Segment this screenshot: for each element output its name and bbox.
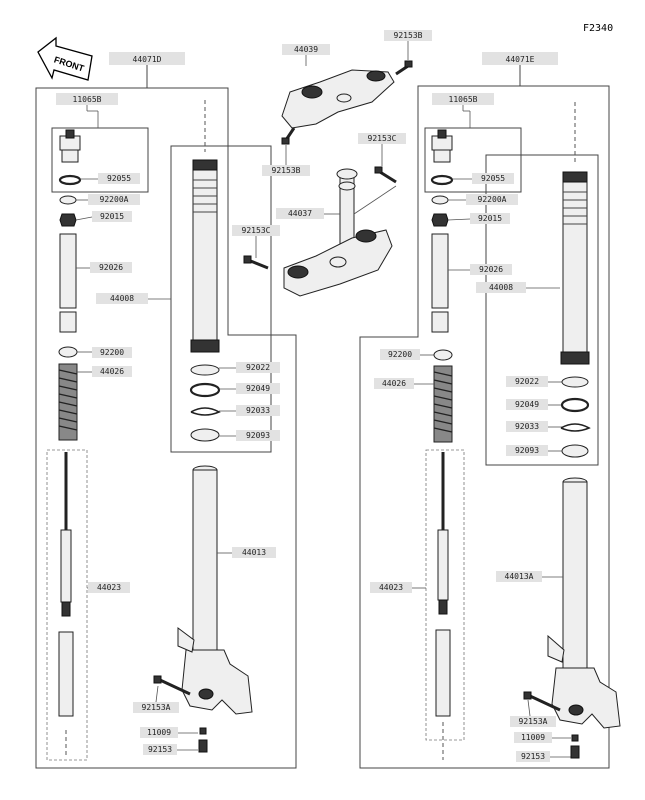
part-label: 44023 <box>97 583 121 592</box>
part-label: 44026 <box>382 379 406 388</box>
spacer-tube-left-lower <box>59 311 77 333</box>
part-label: 92022 <box>246 363 270 372</box>
spacer-tube-right-lower <box>431 311 449 333</box>
nut-icon <box>59 213 77 227</box>
fork-spring-left <box>58 363 78 441</box>
washer-icon <box>199 727 207 735</box>
oil-seal-icon <box>189 382 221 398</box>
part-label: 44026 <box>100 367 124 376</box>
outer-tube-right <box>547 477 621 729</box>
dust-seal-icon <box>561 376 589 388</box>
part-label: 44039 <box>294 45 318 54</box>
part-label: 92026 <box>99 263 123 272</box>
part-label: 92153 <box>521 752 545 761</box>
part-label: 92153C <box>242 226 271 235</box>
fork-cap-left <box>58 129 82 186</box>
oil-seal-icon <box>560 397 590 413</box>
spacer-tube-right <box>431 233 449 309</box>
front-arrow-icon: FRONT <box>37 36 93 81</box>
circlip-icon <box>560 423 591 432</box>
fork-cap-right <box>430 129 454 186</box>
part-label: 92200 <box>388 350 412 359</box>
nut-icon <box>431 213 449 227</box>
damper-rod-left <box>58 452 74 758</box>
header-box-left <box>109 52 185 65</box>
circlip-icon <box>190 407 221 416</box>
part-label: 92015 <box>478 214 502 223</box>
right-cap-box <box>424 127 522 193</box>
part-label: 92055 <box>107 174 131 183</box>
bolt-icon <box>523 691 561 712</box>
part-label: 11065B <box>73 95 102 104</box>
drain-bolt-icon <box>570 745 580 759</box>
bolt-icon <box>374 166 397 184</box>
header-label-right: 44071E <box>506 55 535 64</box>
part-label: 92153B <box>272 166 301 175</box>
part-label: 44013A <box>505 572 534 581</box>
part-label: 92153 <box>148 745 172 754</box>
part-label: 92049 <box>246 384 270 393</box>
part-label: 44008 <box>489 283 513 292</box>
spacer-tube-left <box>59 233 77 309</box>
bolt-icon <box>243 255 269 270</box>
dust-seal-icon <box>190 364 220 376</box>
damper-rod-right <box>435 452 451 760</box>
bolt-icon <box>395 60 413 76</box>
fork-spring-right <box>433 365 453 443</box>
part-label: 92033 <box>246 406 270 415</box>
part-label: 92015 <box>100 212 124 221</box>
header-box-right <box>482 52 558 65</box>
part-label: 92033 <box>515 422 539 431</box>
bushing-icon <box>561 444 589 458</box>
part-label: 44008 <box>110 294 134 303</box>
washer-icon <box>59 195 77 205</box>
upper-triple-clamp <box>281 69 395 129</box>
washer-icon <box>571 734 579 742</box>
washer-icon <box>431 195 449 205</box>
left-damper-box <box>46 449 88 761</box>
left-assembly-frame <box>35 65 297 769</box>
right-assembly-frame <box>359 65 610 769</box>
steering-stem-clamp <box>283 168 393 297</box>
collar-icon <box>433 349 453 361</box>
part-label: 92022 <box>515 377 539 386</box>
right-tube-box <box>485 154 599 466</box>
part-label: 92153C <box>368 134 397 143</box>
bolt-icon <box>281 127 296 145</box>
left-cap-box <box>51 127 149 193</box>
part-label: 92200A <box>478 195 507 204</box>
part-label: 11009 <box>147 728 171 737</box>
drain-bolt-icon <box>198 739 208 753</box>
inner-tube-left <box>190 100 220 353</box>
part-label: 11065B <box>449 95 478 104</box>
bushing-icon <box>190 428 220 442</box>
bolt-icon <box>153 675 191 696</box>
part-label: 92026 <box>479 265 503 274</box>
part-label: 92153A <box>142 703 171 712</box>
part-label: 92153A <box>519 717 548 726</box>
part-label: 44023 <box>379 583 403 592</box>
part-label: 92049 <box>515 400 539 409</box>
figure-id: F2340 <box>583 23 613 34</box>
collar-icon <box>58 346 78 358</box>
part-label: 92093 <box>246 431 270 440</box>
outer-tube-left <box>177 465 253 715</box>
part-label: 92055 <box>481 174 505 183</box>
part-label: 11009 <box>521 733 545 742</box>
part-label: 44013 <box>242 548 266 557</box>
inner-tube-right <box>560 102 590 365</box>
part-label: 92093 <box>515 446 539 455</box>
part-label: 92200 <box>100 348 124 357</box>
part-label: 44037 <box>288 209 312 218</box>
part-label: 92153B <box>394 31 423 40</box>
part-label: 92200A <box>100 195 129 204</box>
right-damper-box <box>425 449 465 741</box>
header-label-left: 44071D <box>133 55 162 64</box>
